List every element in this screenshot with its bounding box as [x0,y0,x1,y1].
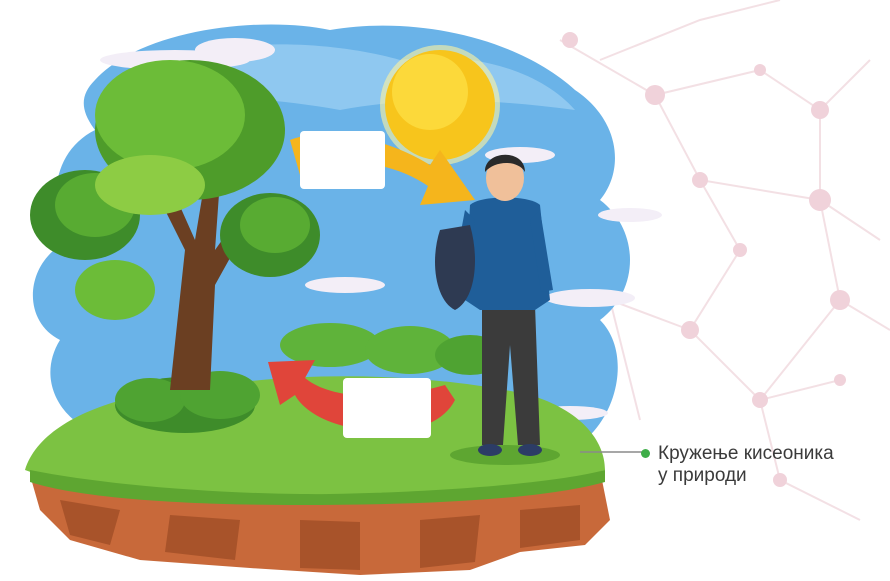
caption: Кружење кисеоника у природи [641,443,834,487]
bushes [115,323,505,433]
caption-text: Кружење кисеоника у природи [658,443,834,487]
island-soil-shade [60,500,580,570]
caption-line-2: у природи [658,465,747,486]
person [435,154,560,465]
clouds [100,38,662,420]
sun [380,45,500,165]
caption-line-1: Кружење кисеоника [658,443,834,464]
island-grass-shadow [30,470,605,505]
label-box-bottom [343,378,431,438]
molecule-nodes [562,32,850,487]
label-box-top [300,131,385,189]
caption-bullet [641,449,650,458]
tree [30,60,320,390]
